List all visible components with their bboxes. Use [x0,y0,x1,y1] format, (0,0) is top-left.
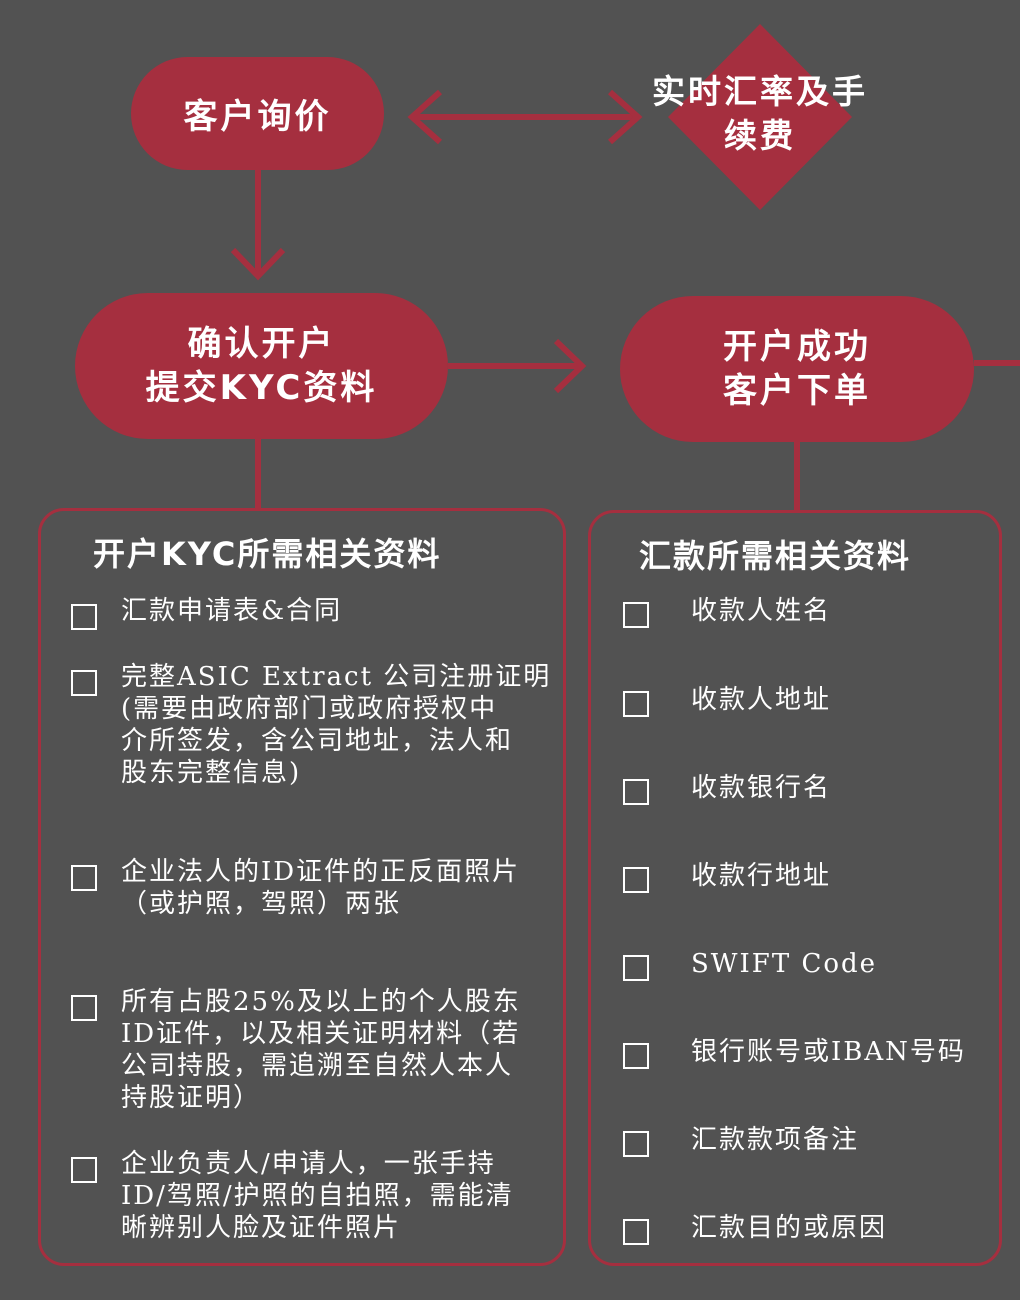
checkbox[interactable] [71,995,97,1021]
checklist-item-text: 收款行地址 [691,860,831,892]
checkbox[interactable] [71,1157,97,1183]
label-line: 及手续费 [724,72,868,155]
checklist-item-line: 汇款目的或原因 [691,1213,888,1243]
checklist-item-text: 企业法人的ID证件的正反面照片（或护照，驾照）两张 [121,856,520,920]
right-arrow-head [553,338,587,394]
remit-panel-title: 汇款所需相关资料 [639,537,912,575]
checkbox[interactable] [623,955,649,981]
checklist-item-line: 介所签发，含公司地址，法人和 [121,726,514,756]
kyc-submit-node: 确认开户提交KYC资料 [75,293,448,439]
checkbox[interactable] [71,604,97,630]
checklist-item-line: 收款行地址 [691,861,832,891]
checklist-item-line: 汇款款项备注 [691,1125,860,1155]
customer-inquiry-node: 客户询价 [131,57,384,170]
checklist-item-text: 银行账号或IBAN号码 [691,1036,966,1068]
label-line: 确认开户 [187,324,336,364]
checklist-item-text: 收款人姓名 [691,595,831,627]
checklist-item-line: （或护照，驾照）两张 [121,889,402,919]
checkbox[interactable] [623,1043,649,1069]
checklist-item-line: ID/驾照/护照的自拍照，需能清 [121,1181,514,1211]
checkbox[interactable] [623,779,649,805]
down-arrow-head [230,247,286,281]
checkbox[interactable] [623,1131,649,1157]
rate-diamond-label: 实时汇率及手续费 [650,70,870,158]
kyc-panel-title: 开户KYC所需相关资料 [93,535,442,573]
account-success-label: 开户成功客户下单 [723,325,871,413]
checklist-item-line: 企业法人的ID证件的正反面照片 [121,857,521,887]
kyc-requirements-panel: 开户KYC所需相关资料 汇款申请表&合同完整ASIC Extract 公司注册证… [38,508,566,1266]
checkbox[interactable] [623,867,649,893]
checklist-item-text: 收款人地址 [691,684,831,716]
checklist-item-line: 完整ASIC Extract 公司注册证明 [121,662,552,692]
checkbox[interactable] [623,691,649,717]
checklist-item-text: 完整ASIC Extract 公司注册证明(需要由政府部门或政府授权中介所签发，… [121,661,551,789]
label-line: 实时汇率 [652,72,796,111]
checklist-item-line: 股东完整信息) [121,758,302,788]
checkbox[interactable] [623,1219,649,1245]
checklist-item-line: 公司持股，需追溯至自然人本人 [121,1051,514,1081]
checkbox[interactable] [623,602,649,628]
checklist-item-line: ID证件，以及相关证明材料（若 [121,1019,521,1049]
label-line: 提交KYC资料 [145,368,378,408]
checklist-item-text: 收款银行名 [691,772,831,804]
checklist-item-line: 收款人姓名 [691,596,832,626]
customer-inquiry-label: 客户询价 [184,89,332,138]
checklist-item-line: SWIFT Code [691,949,878,979]
checkbox[interactable] [71,670,97,696]
label-line: 客户下单 [723,371,871,411]
checklist-item-text: 汇款申请表&合同 [121,595,342,627]
rate-diamond [668,24,852,210]
checklist-item-line: 所有占股25%及以上的个人股东 [121,987,521,1017]
label-line: 客户询价 [183,97,332,137]
checklist-item-line: 晰辨别人脸及证件照片 [121,1213,402,1243]
arrow-head-right [608,89,643,145]
checklist-item-line: 收款银行名 [691,773,832,803]
arrow-head-left [407,89,442,145]
remittance-requirements-panel: 汇款所需相关资料 收款人姓名收款人地址收款银行名收款行地址 SWIFT Code 银… [588,510,1002,1266]
kyc-submit-label: 确认开户提交KYC资料 [146,322,378,410]
checkbox[interactable] [71,865,97,891]
account-success-node: 开户成功客户下单 [620,296,974,442]
checklist-item-line: 汇款申请表&合同 [121,596,343,626]
checklist-item-text: 汇款目的或原因 [691,1212,887,1244]
checklist-item-line: 持股证明） [121,1083,262,1113]
checklist-item-line: 收款人地址 [691,685,832,715]
checklist-item-text: SWIFT Code [691,948,877,980]
checklist-item-line: (需要由政府部门或政府授权中 [121,694,498,724]
checklist-item-line: 银行账号或IBAN号码 [691,1037,966,1067]
checklist-item-line: 企业负责人/申请人，一张手持 [121,1149,496,1179]
checklist-item-text: 汇款款项备注 [691,1124,859,1156]
label-line: 开户成功 [723,327,871,367]
